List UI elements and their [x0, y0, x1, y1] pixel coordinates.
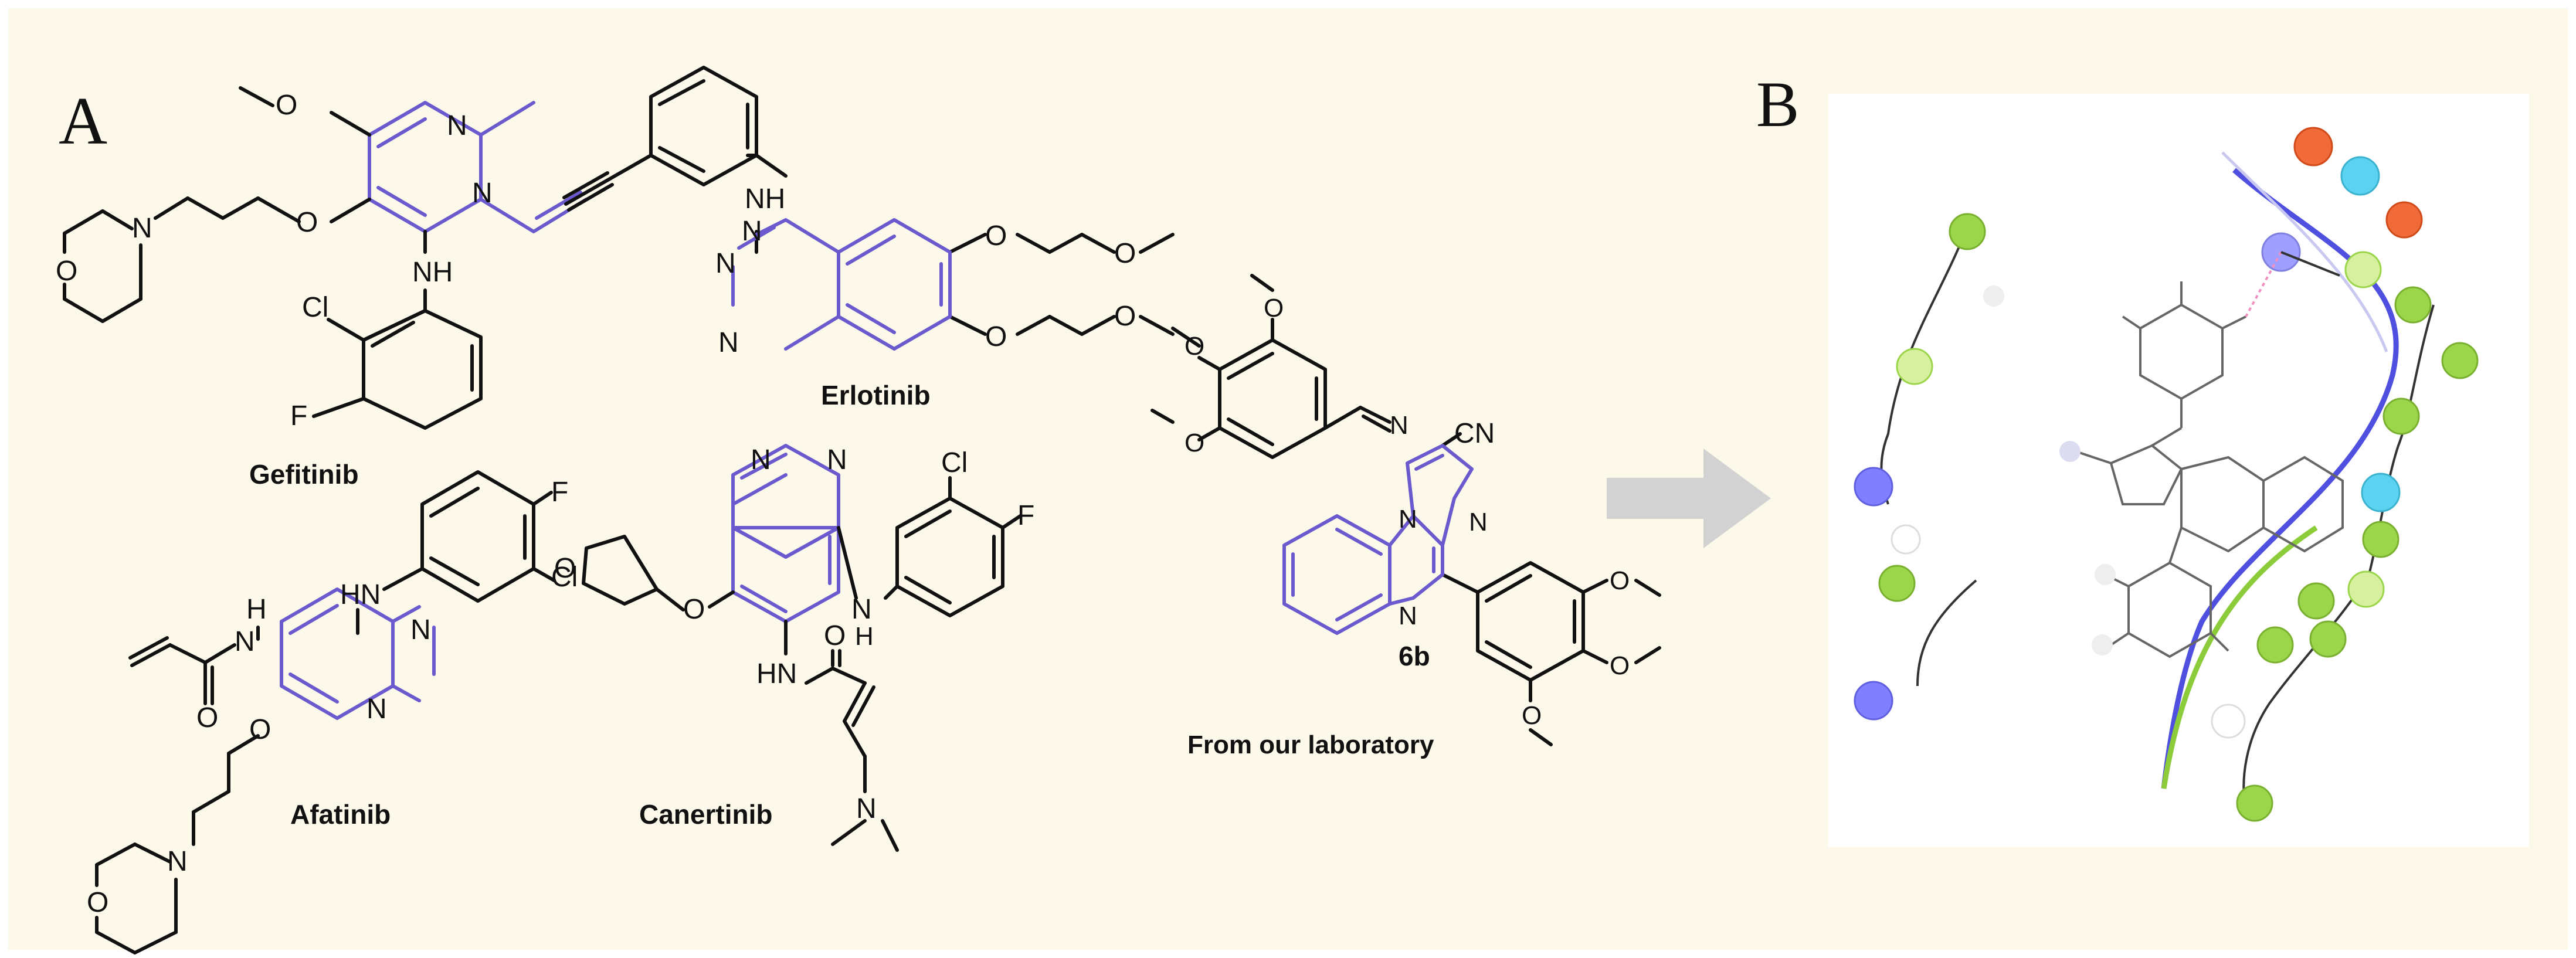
gefitinib-structure: N N O O N O NH Cl F [56, 86, 588, 432]
6b-n-imidazole: N [1469, 508, 1488, 536]
6b-o6: O [1522, 701, 1542, 730]
gefitinib-morpholine-n: N [132, 213, 152, 244]
afatinib-name: Afatinib [290, 799, 391, 830]
afatinib-ether-o: O [249, 714, 271, 745]
afatinib-structure: F Cl HN N N H N O O N O [87, 470, 578, 954]
pocket-contour-line-green [2161, 525, 2318, 789]
gefitinib-n1: N [447, 110, 467, 141]
6b-o4: O [1610, 566, 1630, 595]
gefitinib-nh: NH [412, 257, 453, 288]
canertinib-amide-hn: HN [756, 658, 797, 689]
6b-n-pyrazine: N [1399, 602, 1417, 630]
gefitinib-cl: Cl [302, 292, 328, 323]
6b-o3: O [1185, 429, 1204, 457]
6b-cn: CN [1454, 418, 1495, 449]
afatinib-n3: N [366, 694, 387, 725]
erlotinib-name: Erlotinib [821, 380, 931, 410]
erlotinib-structure: NH N N N O O O O [562, 66, 1175, 358]
canertinib-thf-o: O [554, 553, 576, 584]
erlotinib-o1: O [985, 220, 1007, 252]
6b-imine-n: N [1390, 411, 1409, 440]
gefitinib-f: F [290, 400, 307, 432]
erlotinib-nh: NH [745, 184, 785, 215]
erlotinib-n1: N [718, 327, 739, 358]
arrow-right-icon [1607, 449, 1771, 548]
erlotinib-o2: O [1114, 238, 1136, 269]
6b-n-bridge: N [1399, 505, 1417, 534]
erlotinib-o3: O [985, 321, 1007, 352]
afatinib-n1: N [410, 614, 431, 646]
canertinib-dimethyl-n: N [856, 793, 877, 824]
canertinib-amide-o: O [824, 620, 846, 651]
afatinib-morpholine-o: O [87, 887, 108, 918]
afatinib-morpholine-n: N [167, 846, 188, 877]
canertinib-cl: Cl [941, 447, 968, 478]
pocket-contour-line [2161, 168, 2399, 789]
canertinib-n-link: N [851, 594, 872, 625]
gefitinib-morpholine-o: O [56, 256, 77, 287]
docking-interaction-diagram [1828, 94, 2529, 847]
afatinib-amide-n: N [235, 626, 255, 657]
gefitinib-name: Gefitinib [249, 459, 359, 490]
6b-name: 6b [1399, 641, 1430, 671]
6b-origin-note: From our laboratory [1187, 731, 1434, 759]
erlotinib-n-label-link: N [742, 216, 762, 247]
afatinib-amide-o: O [196, 702, 218, 733]
canertinib-n1: N [751, 444, 771, 475]
compound-6b-structure: O O O N CN N N N O O O [1150, 274, 1661, 746]
panel-label-b: B [1756, 69, 1799, 140]
afatinib-f: F [551, 477, 568, 508]
docking-panel-background [1828, 94, 2529, 847]
afatinib-hn: HN [340, 579, 381, 610]
afatinib-cl: Cl [551, 562, 578, 593]
6b-o1: O [1264, 294, 1284, 322]
gefitinib-n3: N [472, 178, 493, 209]
canertinib-ether-o: O [683, 594, 705, 625]
erlotinib-n3: N [715, 248, 736, 279]
canertinib-name: Canertinib [639, 799, 772, 830]
canertinib-f: F [1017, 500, 1034, 531]
6b-o5: O [1610, 651, 1630, 680]
gefitinib-o-methoxy: O [276, 90, 297, 121]
afatinib-amide-h: H [246, 594, 267, 625]
canertinib-structure: N N Cl F N H O O HN O N [554, 444, 1034, 852]
erlotinib-o4: O [1114, 301, 1136, 332]
canertinib-n3: N [827, 444, 847, 475]
gefitinib-o-ether: O [296, 207, 318, 238]
canertinib-h-link: H [855, 622, 874, 651]
6b-o2: O [1185, 332, 1204, 361]
panel-label-a: A [59, 84, 107, 158]
